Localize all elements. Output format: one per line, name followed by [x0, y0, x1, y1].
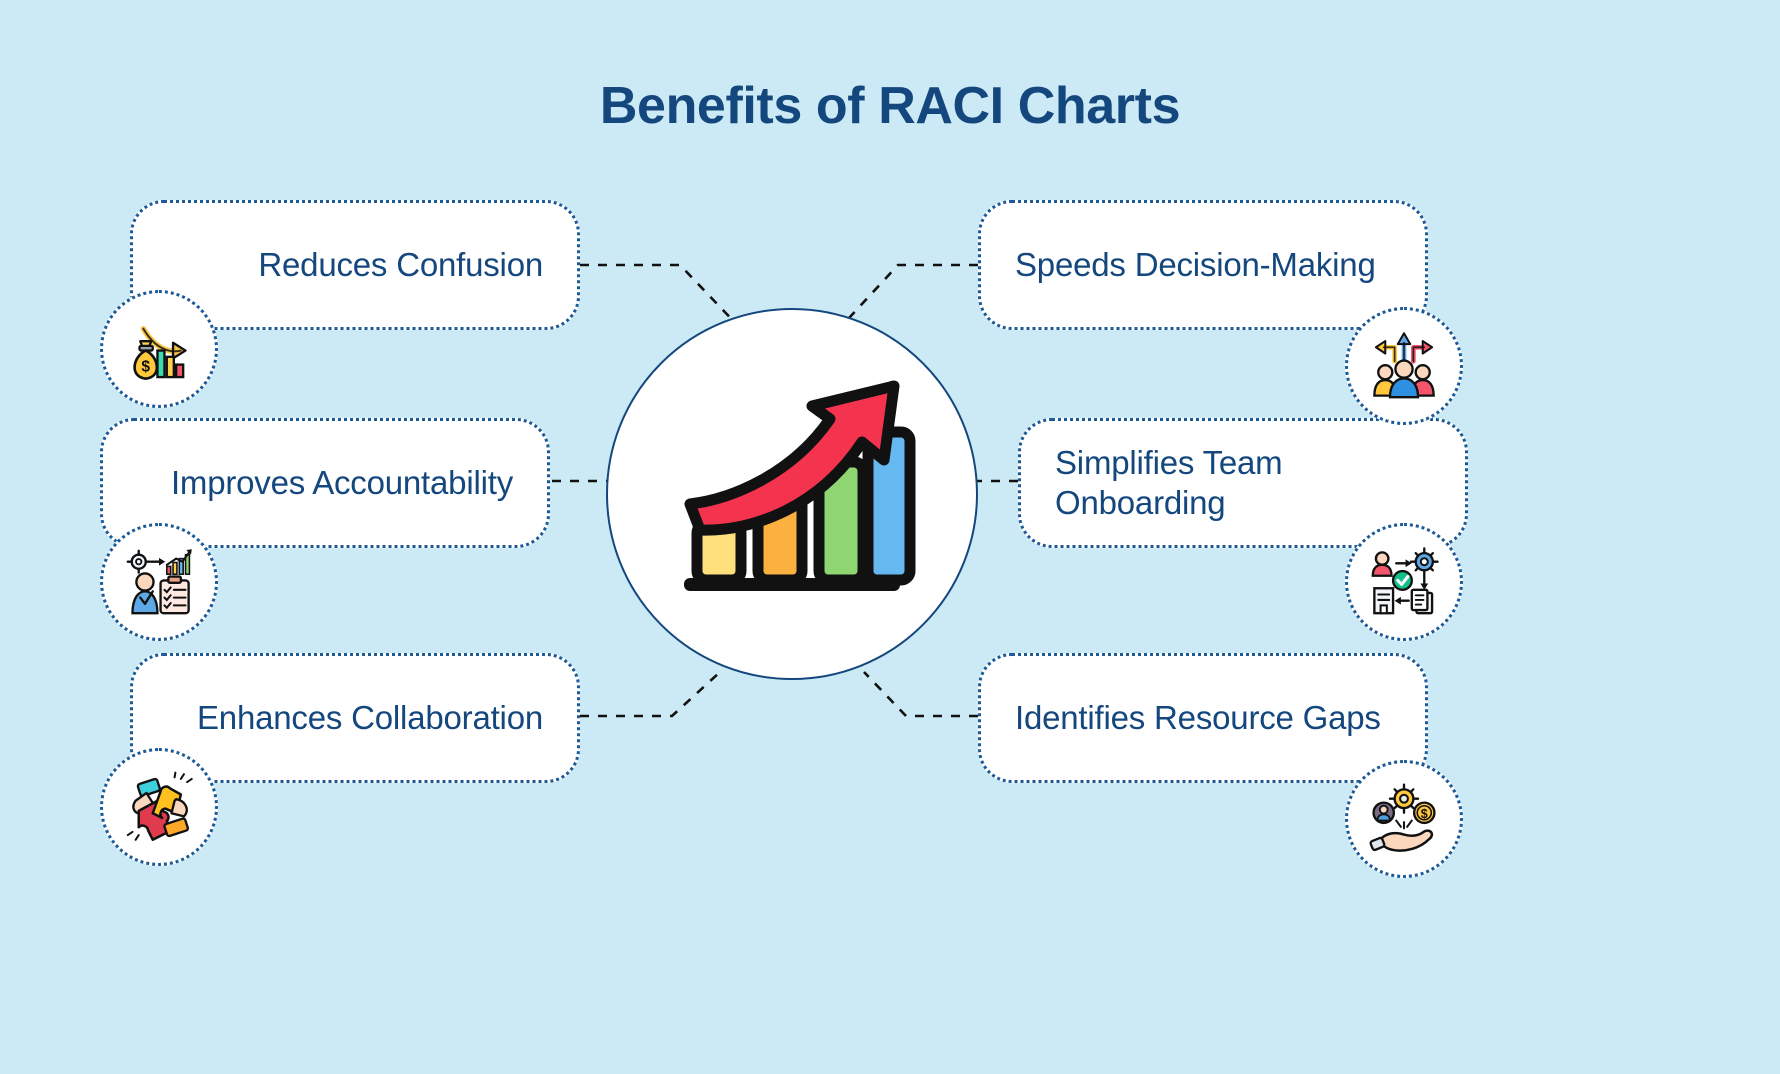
- onboarding-workflow-icon: [1371, 547, 1439, 615]
- benefit-label: Speeds Decision-Making: [1015, 245, 1376, 283]
- benefit-label: Reduces Confusion: [258, 245, 543, 283]
- growth-chart-icon: [684, 380, 916, 591]
- benefit-icon-bubble-speeds-decision-making: [1345, 307, 1463, 425]
- benefit-icon-bubble-reduces-confusion: $: [100, 290, 218, 408]
- benefit-label: Simplifies Team Onboarding: [1055, 443, 1283, 521]
- benefit-icon-bubble-improves-accountability: [100, 523, 218, 641]
- benefit-label: Enhances Collaboration: [197, 698, 543, 736]
- person-clipboard-checklist-icon: [126, 549, 192, 615]
- benefit-icon-bubble-simplifies-team-onboarding: [1345, 523, 1463, 641]
- puzzle-hands-icon: [126, 771, 193, 842]
- center-hub: [606, 308, 978, 680]
- svg-text:$: $: [141, 359, 150, 376]
- benefit-icon-bubble-identifies-resource-gaps: $: [1345, 760, 1463, 878]
- money-bag-declining-chart-icon: $: [133, 325, 187, 380]
- connector-enhances-collaboration: [580, 671, 721, 718]
- benefit-label: Identifies Resource Gaps: [1015, 698, 1381, 736]
- benefit-label: Improves Accountability: [170, 463, 513, 501]
- benefit-card-enhances-collaboration[interactable]: Enhances Collaboration: [130, 653, 580, 783]
- benefit-card-identifies-resource-gaps[interactable]: Identifies Resource Gaps: [978, 653, 1428, 783]
- benefit-card-improves-accountability[interactable]: Improves Accountability: [100, 418, 550, 548]
- page-title: Benefits of RACI Charts: [599, 77, 1181, 135]
- benefit-card-speeds-decision-making[interactable]: Speeds Decision-Making: [978, 200, 1428, 330]
- benefit-card-simplifies-team-onboarding[interactable]: Simplifies Team Onboarding: [1018, 418, 1468, 548]
- connector-identifies-resource-gaps: [863, 671, 978, 718]
- benefit-icon-bubble-enhances-collaboration: [100, 748, 218, 866]
- connector-reduces-confusion: [580, 263, 743, 331]
- hand-resources-icon: $: [1369, 783, 1436, 852]
- benefit-card-reduces-confusion[interactable]: Reduces Confusion: [130, 200, 580, 330]
- team-arrows-icon: [1373, 332, 1435, 399]
- svg-text:$: $: [1421, 807, 1428, 821]
